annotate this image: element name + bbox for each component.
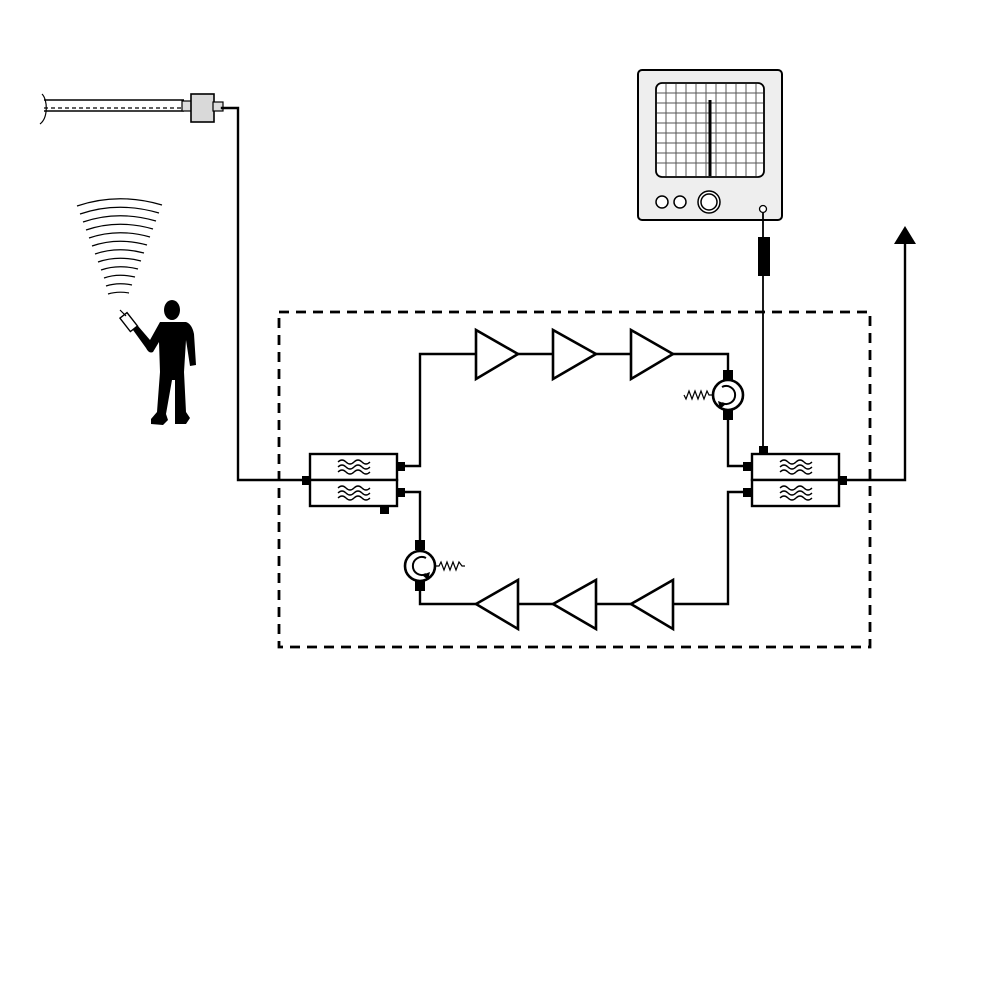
downlink-wire-out [420,588,476,604]
amplifier-icon [631,580,673,629]
amplifier-icon [553,580,596,629]
uplink-wire-out [673,354,728,372]
uplink-wire-in [401,354,476,466]
circulator-icon [405,540,465,591]
arrow-up-icon [840,226,916,480]
duplexer-filter-icon [743,454,847,506]
person-with-phone-icon [77,199,196,425]
circulator-icon [684,370,743,420]
amplifier-icon [553,330,596,379]
spectrum-analyzer-icon [638,70,782,220]
monitor-probe-cable [758,213,770,455]
duplexer-filter-icon [302,454,405,514]
downlink-wire-in [673,492,748,604]
amplifier-icon [476,330,518,379]
amplifier-icon [631,330,673,379]
amplifier-icon [476,580,518,629]
cable-to-left-duplexer [222,108,310,480]
coaxial-cable-icon [40,94,223,124]
